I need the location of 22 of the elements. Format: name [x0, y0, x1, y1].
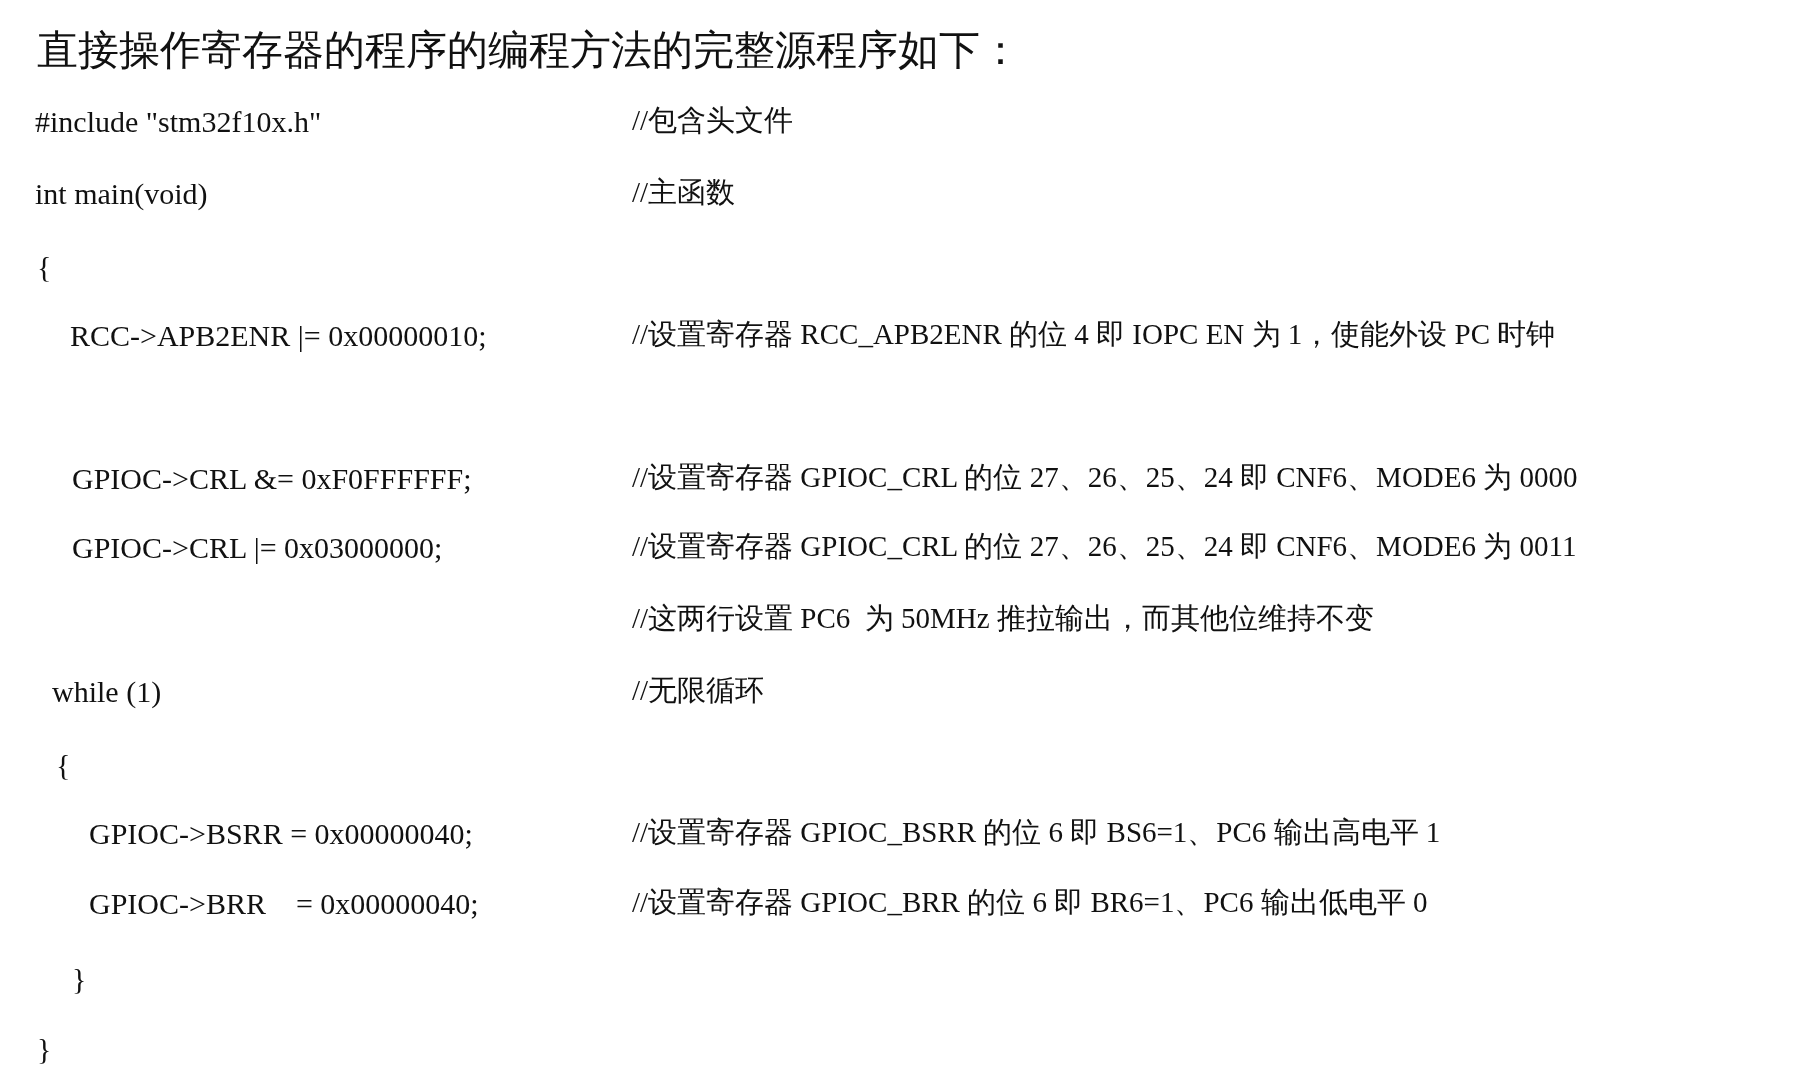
code-comment: //设置寄存器 RCC_APB2ENR 的位 4 即 IOPC EN 为 1，使能外设 PC 时钟	[632, 319, 1556, 351]
code-comment: //设置寄存器 GPIOC_BSRR 的位 6 即 BS6=1、PC6 输出高电平 1	[632, 817, 1441, 849]
code-line: while (1)	[52, 675, 162, 708]
code-comment: //设置寄存器 GPIOC_CRL 的位 27、26、25、24 即 CNF6、MODE6 为 0000	[632, 462, 1578, 494]
code-line: #include "stm32f10x.h"	[35, 105, 322, 138]
code-line: GPIOC->BRR = 0x00000040;	[89, 887, 479, 920]
code-line: RCC->APB2ENR |= 0x00000010;	[70, 319, 487, 352]
code-comment: //设置寄存器 GPIOC_BRR 的位 6 即 BR6=1、PC6 输出低电平 0	[632, 887, 1428, 919]
code-line: }	[72, 962, 87, 995]
code-line: GPIOC->CRL &= 0xF0FFFFFF;	[72, 462, 472, 495]
code-line: GPIOC->BSRR = 0x00000040;	[89, 817, 473, 850]
code-line: }	[37, 1032, 52, 1065]
code-line: {	[37, 250, 52, 283]
code-comment: //这两行设置 PC6 为 50MHz 推拉输出，而其他位维持不变	[632, 603, 1374, 635]
code-comment: //主函数	[632, 177, 736, 209]
title: 直接操作寄存器的程序的编程方法的完整源程序如下：	[37, 28, 1021, 74]
code-line: GPIOC->CRL |= 0x03000000;	[72, 531, 443, 564]
code-line: int main(void)	[35, 177, 208, 210]
code-comment: //设置寄存器 GPIOC_CRL 的位 27、26、25、24 即 CNF6、MODE6 为 0011	[632, 531, 1577, 563]
code-line: {	[56, 748, 71, 781]
code-comment: //无限循环	[632, 675, 765, 707]
code-comment: //包含头文件	[632, 105, 794, 137]
